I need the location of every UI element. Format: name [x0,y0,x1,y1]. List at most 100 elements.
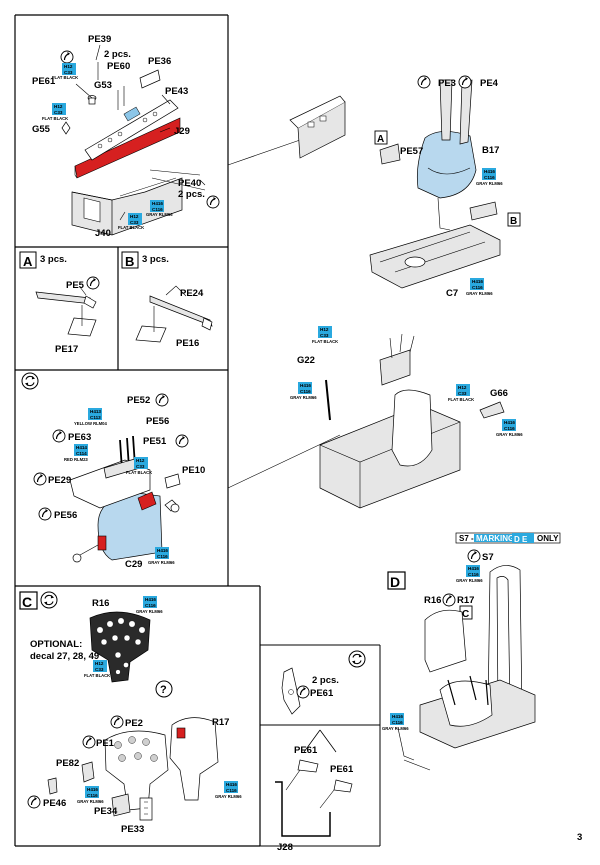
bend-arrow-icon [296,685,310,699]
svg-text:H413: H413 [90,409,101,414]
svg-text:H416: H416 [484,169,495,174]
panel-c: C R16 H416 C116 GRAY RLM66 OPTIONAL: dec… [19,591,242,835]
part-pe5-strap [35,291,93,305]
svg-text:FLAT BLACK: FLAT BLACK [118,225,144,230]
part-pe82 [81,761,95,783]
part-pe46 [47,777,58,795]
panel-c-letter: C [22,594,32,610]
bend-arrow-icon [155,393,169,407]
label-3pcs: 3 pcs. [40,254,67,265]
part-pe33 [139,797,153,821]
part-pe17-plate [67,317,97,337]
panel-pe61: 2 pcs. PE61 PE61 PE61 J28 [275,650,366,853]
svg-text:C33: C33 [136,464,145,469]
part-seat [391,389,433,467]
svg-text:C116: C116 [300,389,311,394]
bend-arrow-icon [86,276,100,290]
label-r17: R17 [457,595,474,606]
panel-d-letter: D [390,574,400,590]
label-2pcs-pe61: 2 pcs. [312,675,339,686]
panel-b: B 3 pcs. PE24 PE16 [121,251,213,349]
part-headrest [379,349,411,386]
color-code-flat-black: H12 C33 FLAT BLACK [126,457,152,475]
bend-arrow-icon [175,434,189,448]
part-red-marker [97,535,107,551]
label-pe82: PE82 [56,758,79,769]
panel-instrument-assembly: PE39 2 pcs. PE60 PE36 PE61 G53 PE43 G55 … [32,34,220,239]
part-r16-panel [89,611,151,683]
color-code-red-rlm23: H414 C114 RED RLM23 [64,444,88,462]
color-code-gray-rlm66: H416 C116 GRAY RLM66 [146,200,173,217]
part-pe24-strap [149,295,213,327]
svg-text:H12: H12 [320,327,329,332]
bend-arrow-icon [458,75,472,89]
panel-borders [14,14,381,847]
svg-text:H414: H414 [76,445,87,450]
svg-text:MARKINGS: MARKINGS [476,534,520,543]
color-code-gray-rlm66: H416 C116 GRAY RLM66 [290,382,317,400]
label-c7: C7 [446,288,458,299]
label-j28: J28 [277,842,293,853]
part-pe61-left [297,759,319,773]
label-pe46: PE46 [43,798,66,809]
part-pe16-plate [135,325,167,343]
label-j29: J29 [174,126,190,137]
callout-c: C [462,609,469,620]
label-pe16: PE16 [176,338,199,349]
label-g66: G66 [490,388,508,399]
label-pe61: PE61 [32,76,56,87]
svg-text:GRAY RLM66: GRAY RLM66 [77,799,104,804]
callout-a: A [377,134,384,145]
bend-arrow-icon [206,195,220,209]
color-code-flat-black: H12 C33 FLAT BLACK [52,63,78,80]
label-g55: G55 [32,124,51,135]
part-pe4-belt [459,79,473,145]
label-r16: R16 [92,598,109,609]
part-s7-frame [487,565,523,713]
label-pe61-a: PE61 [310,688,334,699]
label-r17: R17 [212,717,229,728]
label-b17: B17 [482,145,499,156]
panel-d: S7 - MARKINGS D E ONLY S7 H416 C116 GRAY… [382,532,561,771]
part-r16-plate [424,609,467,673]
svg-text:GRAY RLM66: GRAY RLM66 [215,794,242,799]
bend-arrow-icon [417,75,431,89]
svg-text:FLAT BLACK: FLAT BLACK [126,470,152,475]
label-pe4: PE4 [480,78,499,89]
svg-text:GRAY RLM66: GRAY RLM66 [456,578,483,583]
svg-text:H416: H416 [226,782,237,787]
svg-text:C114: C114 [76,451,87,456]
svg-text:C116: C116 [468,572,479,577]
svg-text:C116: C116 [145,603,156,608]
color-code-gray-rlm66: H416 C116 GRAY RLM66 [466,278,493,296]
label-pe56: PE56 [146,416,169,427]
bend-arrow-icon [38,507,52,521]
label-pe2: PE2 [125,718,143,729]
svg-text:RED RLM23: RED RLM23 [64,457,88,462]
svg-text:C33: C33 [64,70,73,75]
svg-text:YELLOW RLM04: YELLOW RLM04 [74,421,107,426]
color-code-gray-rlm66: H416 C116 GRAY RLM66 [476,168,503,186]
svg-text:C33: C33 [130,220,139,225]
svg-text:C116: C116 [472,285,483,290]
label-pe61-c: PE61 [330,764,354,775]
label-pe51: PE51 [143,436,167,447]
part-pe34 [111,793,131,817]
markings-tag: S7 - MARKINGS D E ONLY [455,532,561,544]
label-pe3: PE3 [438,78,456,89]
svg-text:H416: H416 [152,201,163,206]
part-j28-frame [275,781,331,837]
rotate-arrows-icon [40,591,58,609]
svg-text:FLAT BLACK: FLAT BLACK [448,397,474,402]
page-number: 3 [577,832,582,843]
svg-text:H416: H416 [472,279,483,284]
label-2pcs: 2 pcs. [104,49,131,60]
svg-text:C113: C113 [90,415,101,420]
rotate-arrows-icon [348,650,366,668]
color-code-gray-rlm66: H416 C116 GRAY RLM66 [136,596,163,614]
svg-text:H416: H416 [145,597,156,602]
svg-text:GRAY RLM66: GRAY RLM66 [136,609,163,614]
label-pe17: PE17 [55,344,78,355]
label-pe10: PE10 [182,465,205,476]
svg-text:C33: C33 [458,391,467,396]
